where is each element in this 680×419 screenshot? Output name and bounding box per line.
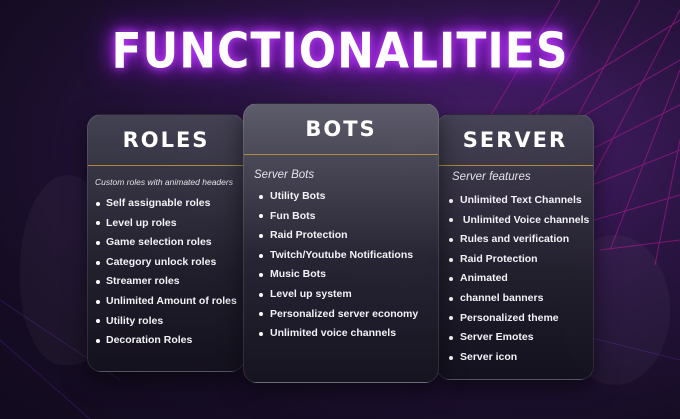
feature-list: Unlimited Text Channels Unlimited Voice … [437, 183, 593, 367]
list-item: Level up system [259, 285, 438, 305]
card-heading: BOTS [244, 104, 438, 155]
list-item: Streamer roles [96, 272, 244, 292]
list-item: Raid Protection [449, 250, 593, 270]
list-item: Utility Bots [259, 187, 438, 207]
page-title: FUNCTIONALITIES [111, 22, 569, 81]
list-item: Unlimited voice channels [259, 324, 438, 344]
list-item: Self assignable roles [96, 194, 244, 214]
list-item: Animated [449, 269, 593, 289]
list-item: Utility roles [96, 312, 244, 332]
card-subtitle: Server Bots [254, 169, 315, 181]
list-item: Raid Protection [259, 226, 438, 246]
list-item: Unlimited Amount of roles [96, 292, 244, 312]
card-subtitle: Custom roles with animated headers [95, 177, 233, 187]
roles-card: ROLES Custom roles with animated headers… [87, 114, 245, 372]
list-item: Decoration Roles [96, 331, 244, 351]
list-item: Music Bots [259, 265, 438, 285]
list-item: Unlimited Text Channels [449, 191, 593, 211]
bots-card: BOTS Server Bots Utility Bots Fun Bots R… [243, 103, 439, 383]
list-item: Unlimited Voice channels [449, 211, 593, 231]
list-item: Level up roles [96, 214, 244, 234]
list-item: Rules and verification [449, 230, 593, 250]
card-heading: SERVER [437, 115, 593, 166]
feature-list: Utility Bots Fun Bots Raid Protection Tw… [244, 181, 438, 344]
feature-list: Self assignable roles Level up roles Gam… [88, 187, 244, 351]
list-item: Twitch/Youtube Notifications [259, 246, 438, 266]
list-item: Fun Bots [259, 207, 438, 227]
list-item: Category unlock roles [96, 253, 244, 273]
list-item: Server icon [449, 348, 593, 368]
list-item: Personalized theme [449, 309, 593, 329]
list-item: Server Emotes [449, 328, 593, 348]
card-subtitle: Server features [452, 171, 531, 183]
card-heading: ROLES [88, 115, 244, 166]
list-item: Personalized server economy [259, 305, 438, 325]
list-item: channel banners [449, 289, 593, 309]
server-card: SERVER Server features Unlimited Text Ch… [436, 114, 594, 380]
list-item: Game selection roles [96, 233, 244, 253]
